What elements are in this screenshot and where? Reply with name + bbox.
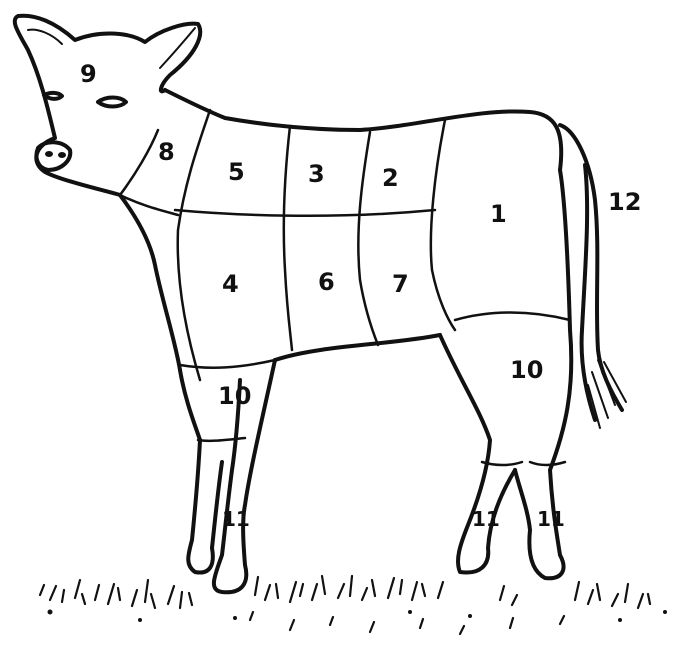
region-label-1: 1 — [490, 200, 507, 228]
region-label-11-hind-right: 11 — [537, 507, 565, 531]
region-label-3: 3 — [308, 160, 325, 188]
region-label-5: 5 — [228, 158, 245, 186]
region-label-7: 7 — [392, 270, 409, 298]
region-label-6: 6 — [318, 268, 335, 296]
region-label-2: 2 — [382, 164, 399, 192]
region-label-11-front: 11 — [222, 507, 250, 531]
region-label-9: 9 — [80, 60, 97, 88]
grass-ground — [40, 576, 667, 634]
calf-head — [15, 16, 200, 195]
region-label-8: 8 — [158, 138, 175, 166]
region-label-10-hind: 10 — [510, 356, 543, 384]
cut-division-lines — [120, 110, 570, 465]
region-label-11-hind-left: 11 — [472, 507, 500, 531]
region-label-4: 4 — [222, 270, 239, 298]
region-label-12: 12 — [608, 188, 641, 216]
region-label-10-front: 10 — [218, 382, 251, 410]
